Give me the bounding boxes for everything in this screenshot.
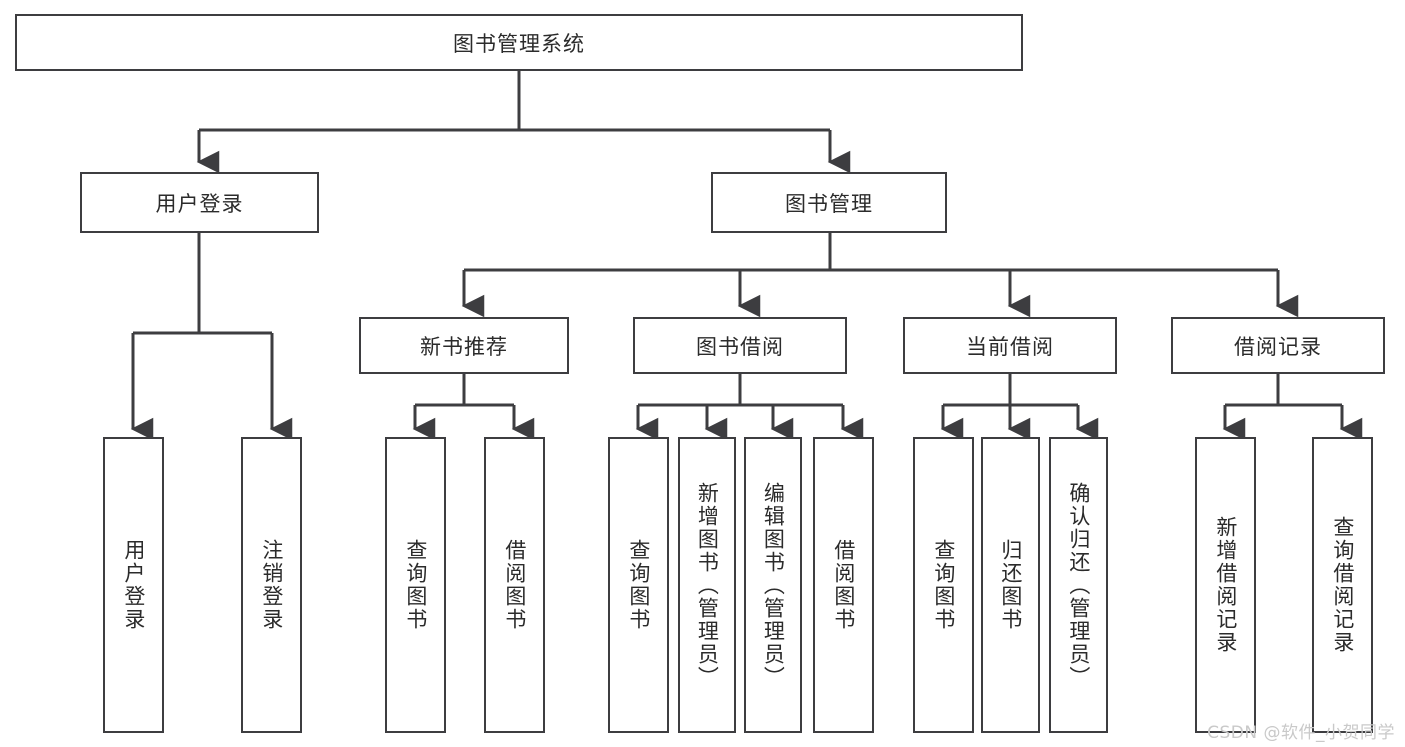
node-label: 借阅记录 bbox=[1234, 334, 1322, 359]
node-book-borrow[interactable]: 图书借阅 bbox=[633, 317, 847, 374]
node-label: 归还图书 bbox=[998, 539, 1023, 631]
node-root-book-management-system[interactable]: 图书管理系统 bbox=[15, 14, 1023, 71]
node-label: 借阅图书 bbox=[831, 539, 856, 631]
node-label: 用户登录 bbox=[155, 191, 244, 216]
watermark: CSDN @软件_小贺同学 bbox=[1207, 723, 1395, 743]
leaf-confirm-return-admin[interactable]: 确认归还（管理员） bbox=[1049, 437, 1108, 733]
leaf-query-book-current[interactable]: 查询图书 bbox=[913, 437, 974, 733]
node-label: 新书推荐 bbox=[420, 334, 508, 359]
leaf-user-login[interactable]: 用户登录 bbox=[103, 437, 164, 733]
node-label: 图书管理系统 bbox=[453, 31, 585, 56]
node-label: 借阅图书 bbox=[502, 539, 527, 631]
node-book-management[interactable]: 图书管理 bbox=[711, 172, 947, 233]
node-label: 注销登录 bbox=[259, 539, 284, 631]
leaf-query-book-recommend[interactable]: 查询图书 bbox=[385, 437, 446, 733]
leaf-add-borrow-record[interactable]: 新增借阅记录 bbox=[1195, 437, 1256, 733]
node-label: 确认归还（管理员） bbox=[1066, 481, 1091, 689]
leaf-edit-book-admin[interactable]: 编辑图书（管理员） bbox=[744, 437, 802, 733]
leaf-logout-login[interactable]: 注销登录 bbox=[241, 437, 302, 733]
node-user-login[interactable]: 用户登录 bbox=[80, 172, 319, 233]
node-label: 新增借阅记录 bbox=[1213, 516, 1238, 654]
node-label: 图书管理 bbox=[785, 191, 873, 216]
node-label: 查询借阅记录 bbox=[1330, 516, 1355, 654]
node-label: 编辑图书（管理员） bbox=[761, 481, 786, 689]
node-label: 查询图书 bbox=[931, 539, 956, 631]
leaf-borrow-book[interactable]: 借阅图书 bbox=[813, 437, 874, 733]
node-label: 查询图书 bbox=[403, 539, 428, 631]
node-new-book-recommend[interactable]: 新书推荐 bbox=[359, 317, 569, 374]
leaf-query-borrow-record[interactable]: 查询借阅记录 bbox=[1312, 437, 1373, 733]
node-label: 图书借阅 bbox=[696, 334, 784, 359]
leaf-borrow-book-recommend[interactable]: 借阅图书 bbox=[484, 437, 545, 733]
node-label: 新增图书（管理员） bbox=[695, 481, 720, 689]
leaf-add-book-admin[interactable]: 新增图书（管理员） bbox=[678, 437, 736, 733]
node-current-borrow[interactable]: 当前借阅 bbox=[903, 317, 1117, 374]
node-label: 当前借阅 bbox=[966, 334, 1054, 359]
leaf-query-book-borrow[interactable]: 查询图书 bbox=[608, 437, 669, 733]
node-borrow-record[interactable]: 借阅记录 bbox=[1171, 317, 1385, 374]
node-label: 用户登录 bbox=[121, 539, 146, 631]
leaf-return-book[interactable]: 归还图书 bbox=[981, 437, 1040, 733]
node-label: 查询图书 bbox=[626, 539, 651, 631]
